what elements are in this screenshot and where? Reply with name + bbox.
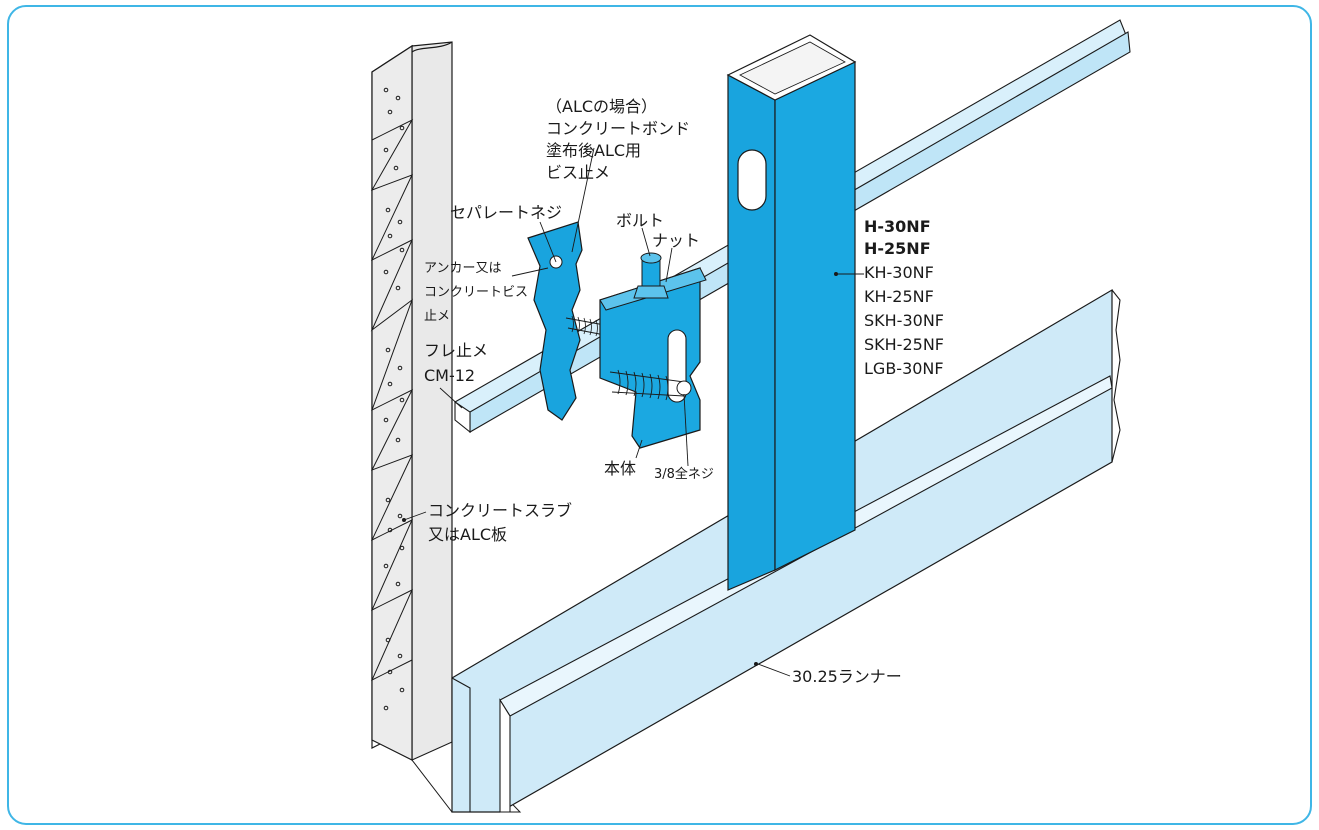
model-skh30nf: SKH-30NF (864, 311, 944, 330)
model-lgb30nf: LGB-30NF (864, 359, 944, 378)
alc-case-line-1: （ALCの場合） (546, 97, 657, 116)
label-runner: 30.25ランナー (792, 667, 902, 686)
model-h30nf: H-30NF (864, 217, 931, 236)
label-alc-case: （ALCの場合） コンクリートボンド 塗布後ALC用 ビス止メ (546, 97, 690, 182)
alc-case-line-3: 塗布後ALC用 (546, 141, 641, 160)
label-separate-screw: セパレートネジ (450, 203, 562, 222)
anchor-line-2: コンクリートビス (424, 285, 528, 300)
label-bolt: ボルト (616, 211, 664, 230)
slab-line-2: 又はALC板 (428, 525, 507, 544)
slab-line-1: コンクリートスラブ (428, 501, 572, 520)
model-kh25nf: KH-25NF (864, 287, 934, 306)
label-fure-stop: フレ止メ CM-12 (424, 341, 488, 385)
fure-stop-line-1: フレ止メ (424, 341, 488, 360)
model-h25nf: H-25NF (864, 239, 931, 258)
concrete-slab (370, 41, 453, 802)
alc-case-line-4: ビス止メ (546, 163, 610, 182)
stud-marker (834, 272, 838, 276)
label-slab: コンクリートスラブ 又はALC板 (428, 501, 572, 544)
alc-case-line-2: コンクリートボンド (546, 119, 690, 138)
fure-stop-line-2: CM-12 (424, 366, 475, 385)
label-body: 本体 (604, 459, 636, 478)
label-anchor: アンカー又は コンクリートビス 止メ (424, 261, 528, 324)
clip-assembly (527, 221, 707, 449)
model-kh30nf: KH-30NF (864, 263, 934, 282)
stud (726, 34, 857, 591)
anchor-line-3: 止メ (424, 309, 450, 324)
anchor-line-1: アンカー又は (424, 261, 501, 276)
model-list: H-30NF H-25NF KH-30NF KH-25NF SKH-30NF S… (864, 217, 944, 378)
model-skh25nf: SKH-25NF (864, 335, 944, 354)
slab-marker (402, 518, 406, 522)
runner-marker (754, 662, 758, 666)
leader-lines (403, 147, 864, 677)
label-nut: ナット (652, 231, 700, 250)
label-full-screw: 3/8全ネジ (654, 466, 714, 482)
